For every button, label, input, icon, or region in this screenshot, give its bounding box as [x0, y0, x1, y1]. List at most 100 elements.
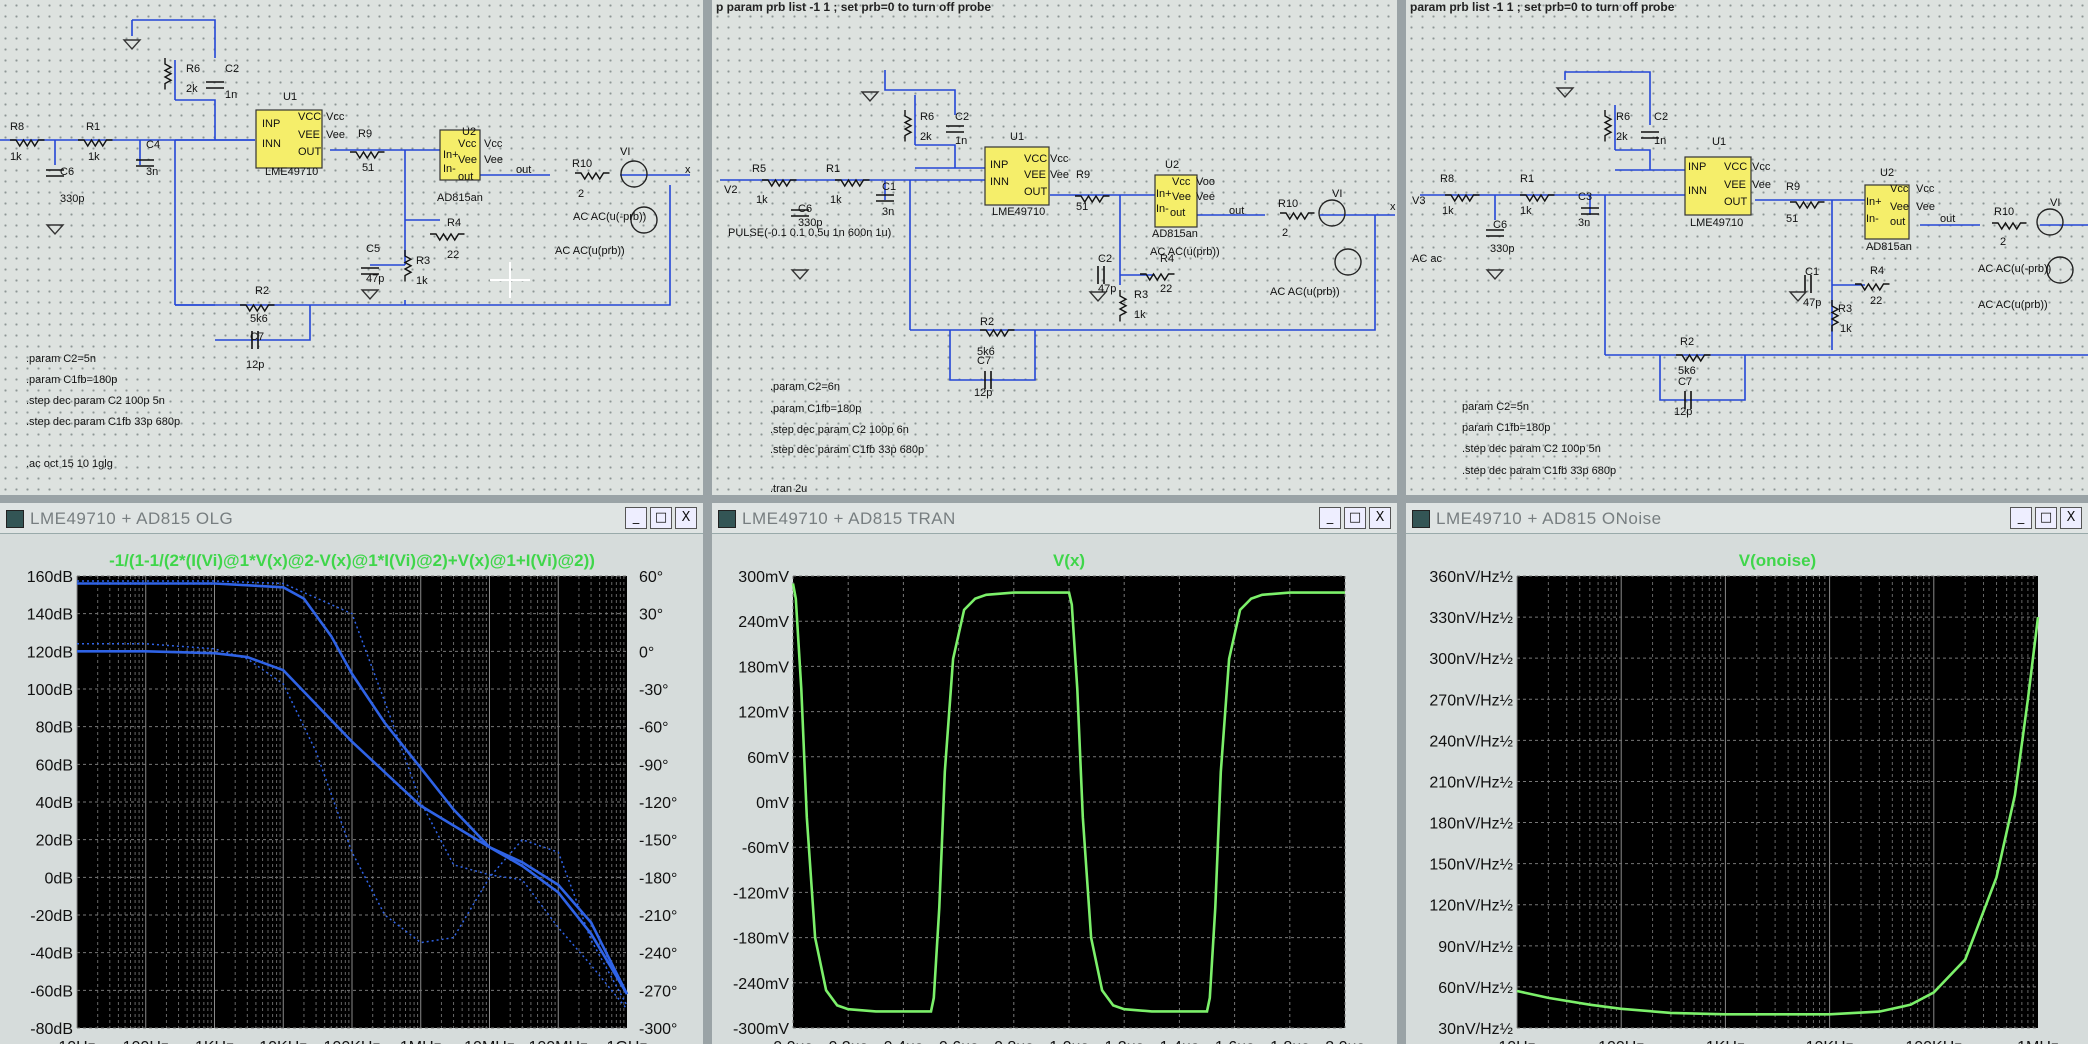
schematic-title: p param prb list -1 1 ; set prb=0 to tur… — [716, 0, 992, 14]
y-tick-label: 180nV/Hz½ — [1429, 816, 1513, 833]
series-line — [77, 582, 629, 995]
x-tick-label: 1KHz — [1706, 1039, 1745, 1044]
schematic-pane-tran[interactable]: p param prb list -1 1 ; set prb=0 to tur… — [712, 0, 1397, 495]
close-button[interactable]: X — [675, 507, 697, 529]
x-tick-label: 10MHz — [464, 1039, 515, 1044]
y-tick-label: -120mV — [733, 885, 789, 902]
y-tick-label: -20dB — [30, 908, 73, 925]
schematic-wiring — [0, 0, 703, 495]
pane-divider[interactable] — [0, 495, 2088, 503]
y2-tick-label: -180° — [639, 870, 677, 887]
x-tick-label: 1.2µs — [1104, 1039, 1143, 1044]
y-tick-label: 150nV/Hz½ — [1429, 857, 1513, 874]
y2-tick-label: -90° — [639, 757, 669, 774]
waveform-plot-onoise[interactable]: 10Hz 100Hz 1KHz 10KHz 100KHz 1MHz 360nV/Hz½ 330… — [1406, 534, 2088, 1044]
y-tick-label: 270nV/Hz½ — [1429, 692, 1513, 709]
series-line — [77, 580, 628, 1010]
y-tick-label: 300mV — [738, 569, 789, 586]
y-tick-label: 60dB — [36, 757, 73, 774]
waveform-window-onoise[interactable]: LME49710 + AD815 ONoise _ □ X 10Hz100Hz1… — [1406, 503, 2088, 1044]
y2-tick-label: -60° — [639, 720, 669, 737]
series-line — [1516, 616, 2040, 1016]
y-tick-label: 0dB — [45, 870, 73, 887]
x-tick-label: 1.6µs — [1215, 1039, 1254, 1044]
plot-title: V(x) — [1053, 551, 1085, 570]
x-tick-label: 10Hz — [58, 1039, 95, 1044]
window-titlebar[interactable]: LME49710 + AD815 OLG _ □ X — [0, 503, 703, 534]
y2-tick-label: -270° — [639, 983, 677, 1000]
waveform-app-icon — [6, 510, 24, 528]
y-tick-label: 40dB — [36, 795, 73, 812]
window-titlebar[interactable]: LME49710 + AD815 TRAN _ □ X — [712, 503, 1397, 534]
x-tick-label: 0.2µs — [828, 1039, 867, 1044]
y2-tick-label: -300° — [639, 1021, 677, 1038]
waveform-plot-tran[interactable]: 0.0µs 0.2µs 0.4µs 0.6µs 0.8µs 1.0µs 1.2µs 1.4µs… — [712, 534, 1397, 1044]
x-tick-label: 100KHz — [324, 1039, 381, 1044]
x-tick-label: 0.0µs — [773, 1039, 812, 1044]
minimize-button[interactable]: _ — [1319, 507, 1341, 529]
maximize-button[interactable]: □ — [1344, 507, 1366, 529]
x-tick-label: 1.8µs — [1270, 1039, 1309, 1044]
y-tick-label: -240mV — [733, 976, 789, 993]
x-tick-label: 100KHz — [1905, 1039, 1962, 1044]
schematic-pane-onoise[interactable]: param prb list -1 1 ; set prb=0 to turn … — [1406, 0, 2088, 495]
schematic-title: param prb list -1 1 ; set prb=0 to turn … — [1410, 0, 1675, 14]
x-tick-label: 0.4µs — [884, 1039, 923, 1044]
x-tick-label: 10KHz — [259, 1039, 307, 1044]
plot-title: V(onoise) — [1739, 551, 1816, 570]
waveform-window-olg[interactable]: LME49710 + AD815 OLG _ □ X 10Hz100Hz1KHz… — [0, 503, 703, 1044]
x-tick-label: 10Hz — [1498, 1039, 1535, 1044]
close-button[interactable]: X — [1369, 507, 1391, 529]
x-tick-label: 100Hz — [123, 1039, 169, 1044]
x-tick-label: 100Hz — [1598, 1039, 1644, 1044]
close-button[interactable]: X — [2060, 507, 2082, 529]
y-tick-label: 210nV/Hz½ — [1429, 774, 1513, 791]
window-titlebar[interactable]: LME49710 + AD815 ONoise _ □ X — [1406, 503, 2088, 534]
window-title: LME49710 + AD815 OLG — [30, 509, 234, 528]
x-tick-label: 0.8µs — [994, 1039, 1033, 1044]
y-tick-label: 90nV/Hz½ — [1438, 939, 1513, 956]
x-tick-label: 100MHz — [528, 1039, 588, 1044]
y-tick-label: 120mV — [738, 705, 789, 722]
y2-tick-label: 60° — [639, 569, 663, 586]
y-tick-label: 330nV/Hz½ — [1429, 610, 1513, 627]
y2-tick-label: 0° — [639, 644, 654, 661]
y-tick-label: 60mV — [747, 750, 789, 767]
schematic-pane-olg[interactable] — [0, 0, 703, 495]
waveform-plot-olg[interactable]: 10Hz100Hz1KHz10KHz100KHz1MHz10MHz100MHz1… — [0, 534, 703, 1044]
y-tick-label: -300mV — [733, 1021, 789, 1038]
y-tick-label: -80dB — [30, 1021, 73, 1038]
y-tick-label: 140dB — [27, 607, 73, 624]
y-tick-label: 80dB — [36, 720, 73, 737]
y2-tick-label: -150° — [639, 833, 677, 850]
y-tick-label: 60nV/Hz½ — [1438, 980, 1513, 997]
y-tick-label: 240nV/Hz½ — [1429, 733, 1513, 750]
x-tick-label: 10KHz — [1806, 1039, 1854, 1044]
y-tick-label: -60mV — [742, 840, 789, 857]
maximize-button[interactable]: □ — [650, 507, 672, 529]
window-title: LME49710 + AD815 ONoise — [1436, 509, 1662, 528]
x-tick-label: 0.6µs — [939, 1039, 978, 1044]
x-tick-label: 1MHz — [2017, 1039, 2059, 1044]
window-title: LME49710 + AD815 TRAN — [742, 509, 956, 528]
waveform-app-icon — [1412, 510, 1430, 528]
maximize-button[interactable]: □ — [2035, 507, 2057, 529]
y-tick-label: 20dB — [36, 833, 73, 850]
pane-divider[interactable] — [1397, 0, 1406, 1044]
y2-tick-label: -120° — [639, 795, 677, 812]
y-tick-label: 360nV/Hz½ — [1429, 569, 1513, 586]
x-tick-label: 1.0µs — [1049, 1039, 1088, 1044]
minimize-button[interactable]: _ — [625, 507, 647, 529]
x-tick-label: 1.4µs — [1160, 1039, 1199, 1044]
waveform-window-tran[interactable]: LME49710 + AD815 TRAN _ □ X 0.0µs0.2µs0.… — [712, 503, 1397, 1044]
y2-tick-label: -240° — [639, 946, 677, 963]
y-tick-label: 160dB — [27, 569, 73, 586]
plot-title: -1/(1-1/(2*(I(Vi)@1*V(x)@2-V(x)@1*I(Vi)@… — [109, 551, 595, 570]
y-tick-label: 120nV/Hz½ — [1429, 898, 1513, 915]
y-tick-label: 100dB — [27, 682, 73, 699]
y-tick-label: -40dB — [30, 946, 73, 963]
y-tick-label: 180mV — [738, 659, 789, 676]
pane-divider[interactable] — [703, 0, 712, 1044]
minimize-button[interactable]: _ — [2010, 507, 2032, 529]
y-tick-label: 0mV — [756, 795, 789, 812]
